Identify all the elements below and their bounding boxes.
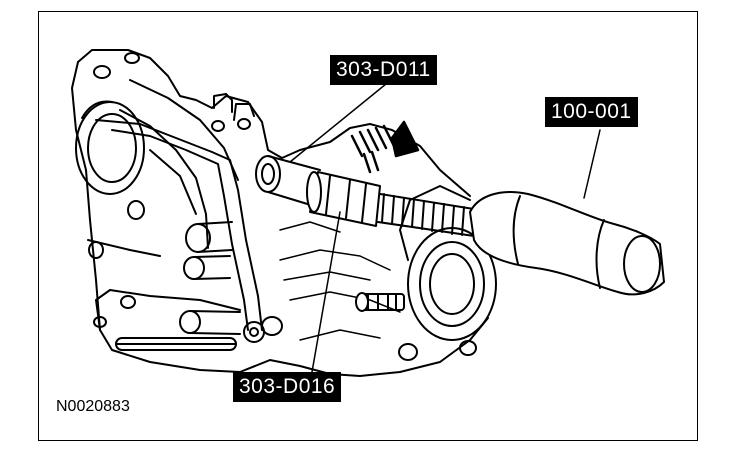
tool-collar: [306, 171, 381, 227]
slotted-bar: [115, 337, 237, 351]
figure-id: N0020883: [56, 398, 130, 415]
figure-frame: [38, 11, 698, 441]
callout-303-D011: 303-D011: [330, 55, 437, 85]
housing-body: [71, 49, 489, 377]
callout-303-D016: 303-D016: [233, 372, 342, 402]
cylinders: [179, 221, 241, 335]
posts: [213, 93, 255, 121]
bolt-bosses: [88, 52, 477, 361]
left-bore: [75, 100, 145, 195]
hatched-right-arrow-icon: [350, 120, 420, 174]
threaded-rod: [377, 193, 481, 237]
tool-shaft: [255, 155, 321, 207]
tool-handle: [469, 129, 665, 296]
lower-detail: [279, 221, 401, 341]
stud: [355, 292, 405, 312]
callout-100-001: 100-001: [545, 97, 638, 127]
linkage-arm: [95, 119, 265, 343]
leader-lines: [289, 83, 387, 373]
